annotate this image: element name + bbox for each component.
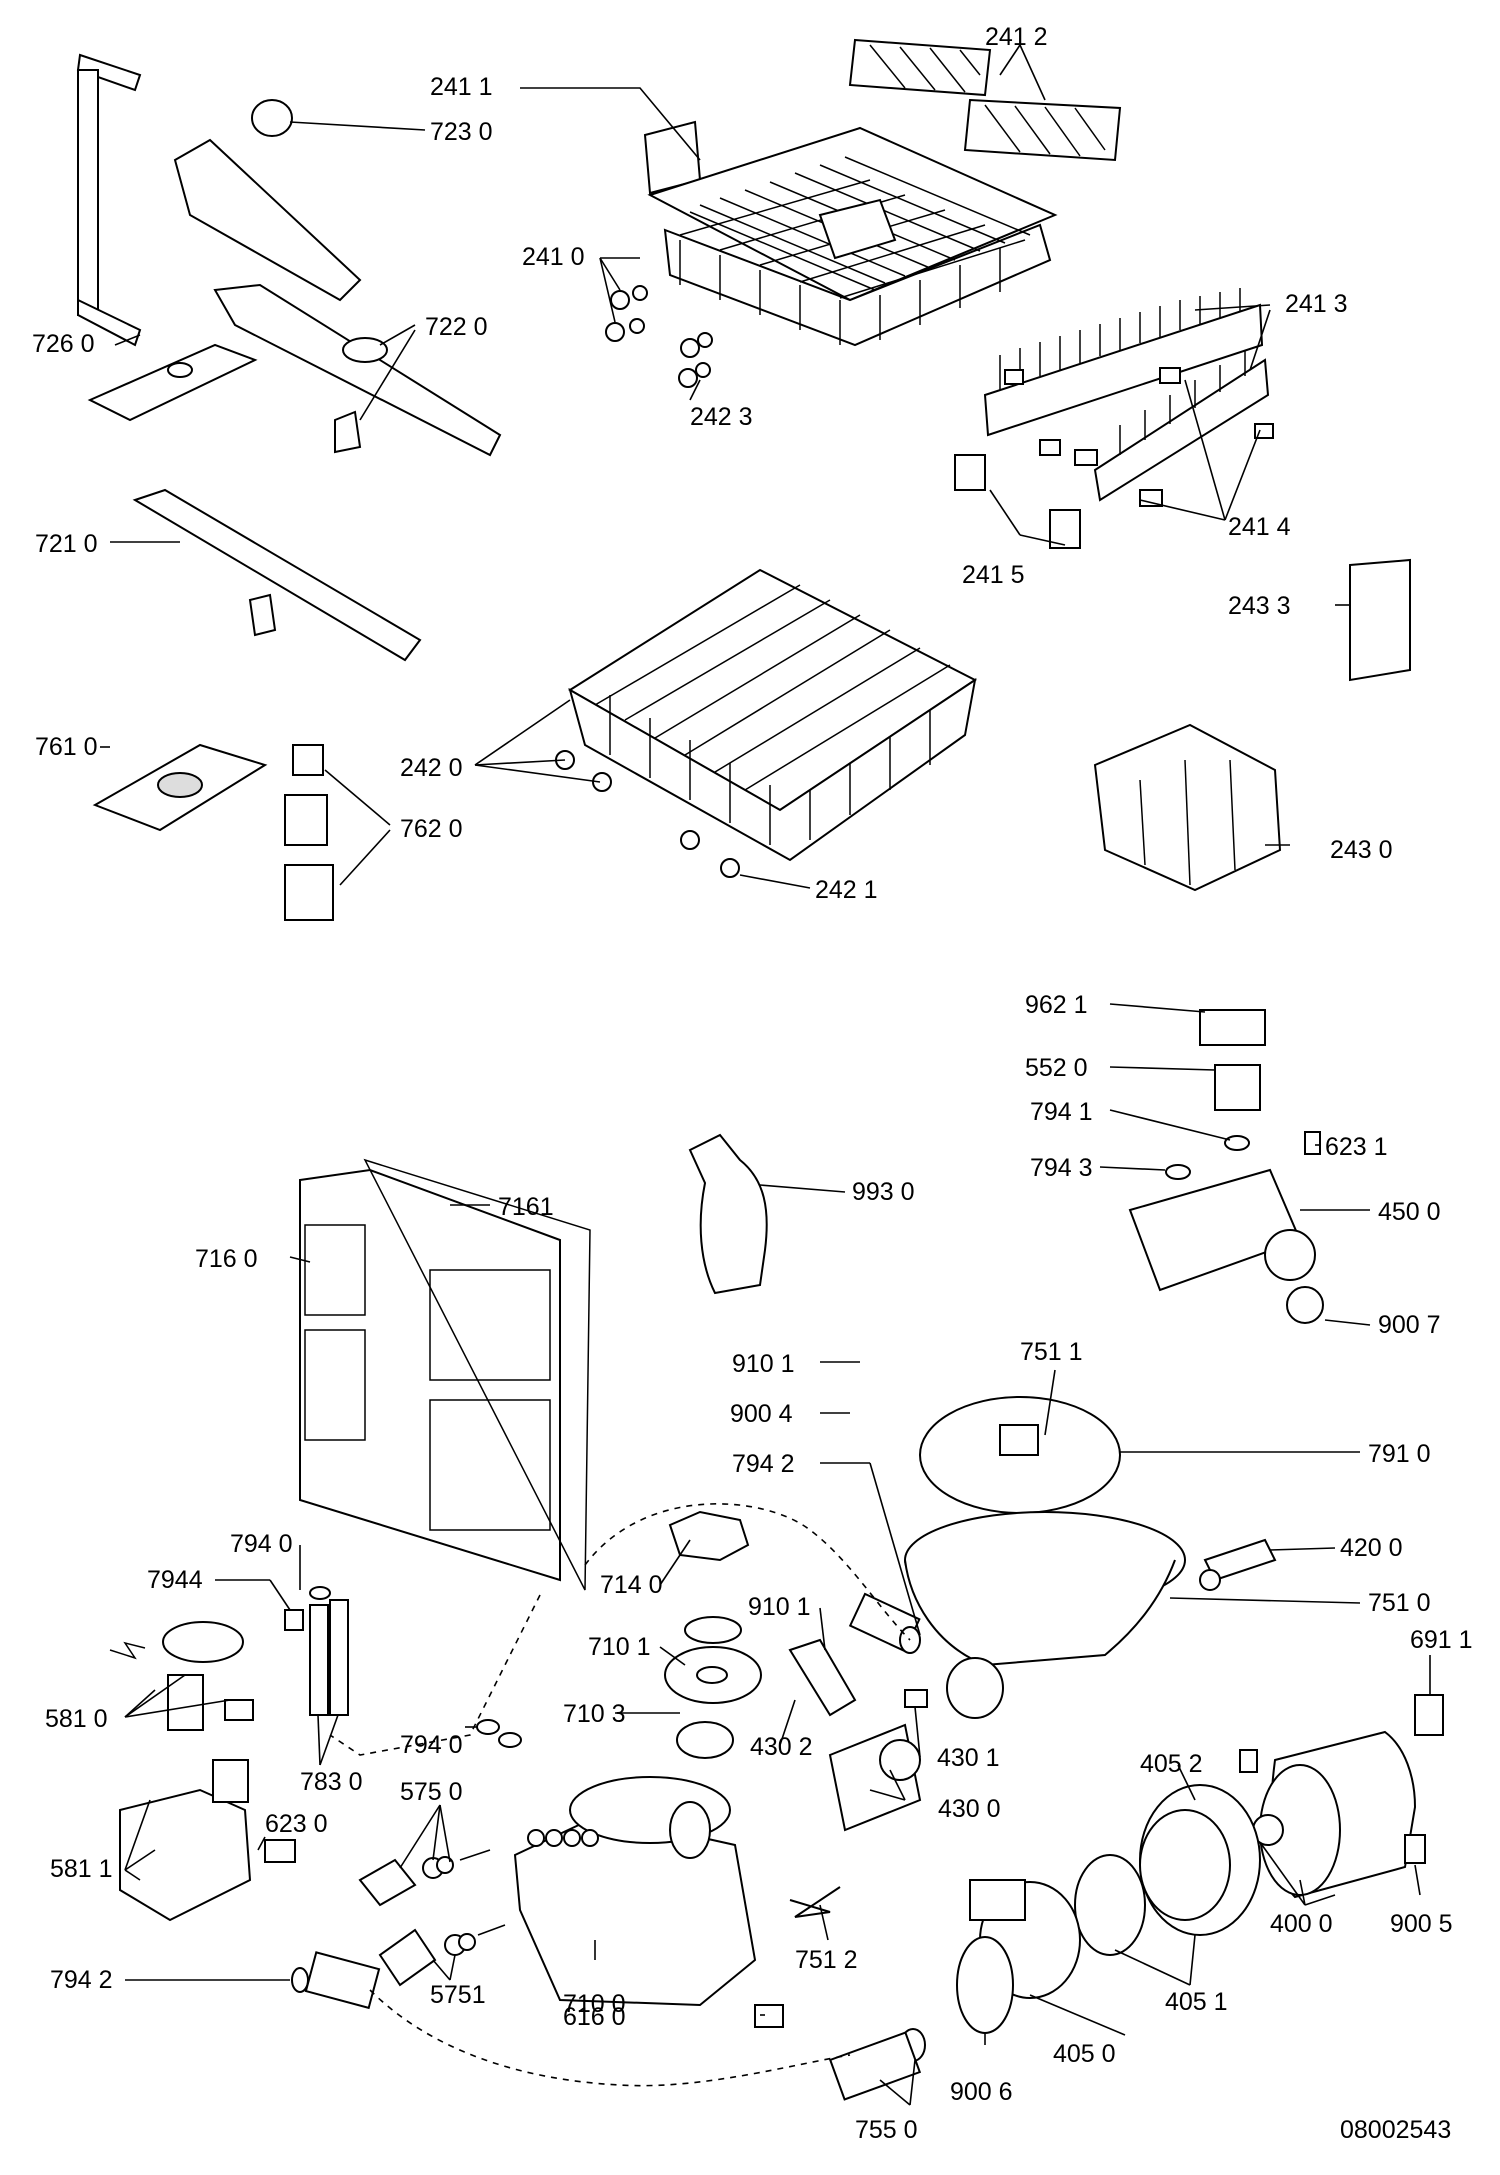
part-labels: 241 1 241 2 723 0 241 0 241 3 726 0 722 … — [32, 23, 1473, 2144]
label-751-2: 751 2 — [795, 1946, 858, 1974]
label-552-0: 552 0 — [1025, 1054, 1088, 1082]
label-405-1: 405 1 — [1165, 1988, 1228, 2016]
label-405-0: 405 0 — [1053, 2040, 1116, 2068]
label-791-0: 791 0 — [1368, 1440, 1431, 1468]
label-910-1-b: 910 1 — [748, 1593, 811, 1621]
label-962-1: 962 1 — [1025, 991, 1088, 1019]
label-420-0: 420 0 — [1340, 1534, 1403, 1562]
label-900-7: 900 7 — [1378, 1311, 1441, 1339]
label-242-1: 242 1 — [815, 876, 878, 904]
label-7944: 7944 — [147, 1566, 203, 1594]
label-726-0: 726 0 — [32, 330, 95, 358]
label-900-6: 900 6 — [950, 2078, 1013, 2106]
label-794-1: 794 1 — [1030, 1098, 1093, 1126]
label-430-0: 430 0 — [938, 1795, 1001, 1823]
label-794-3: 794 3 — [1030, 1154, 1093, 1182]
label-581-0: 581 0 — [45, 1705, 108, 1733]
label-400-0: 400 0 — [1270, 1910, 1333, 1938]
leader-lines — [100, 44, 1431, 2106]
label-723-0: 723 0 — [430, 118, 493, 146]
label-242-3: 242 3 — [690, 403, 753, 431]
label-751-1: 751 1 — [1020, 1338, 1083, 1366]
label-243-0: 243 0 — [1330, 836, 1393, 864]
label-241-2: 241 2 — [985, 23, 1048, 51]
label-900-5: 900 5 — [1390, 1910, 1453, 1938]
label-242-0: 242 0 — [400, 754, 463, 782]
label-910-1: 910 1 — [732, 1350, 795, 1378]
valve-parts — [299, 1009, 1324, 1591]
label-794-2-top: 794 2 — [732, 1450, 795, 1478]
label-722-0: 722 0 — [425, 313, 488, 341]
label-623-0: 623 0 — [265, 1810, 328, 1838]
label-575-0: 575 0 — [400, 1778, 463, 1806]
label-430-2: 430 2 — [750, 1733, 813, 1761]
drawing-number: 08002543 — [1340, 2116, 1451, 2144]
label-714-0: 714 0 — [600, 1571, 663, 1599]
label-7161: 7161 — [498, 1193, 554, 1221]
label-243-3: 243 3 — [1228, 592, 1291, 620]
label-794-0-mid: 794 0 — [400, 1731, 463, 1759]
label-5751: 5751 — [430, 1981, 486, 2009]
spray-arms — [76, 53, 502, 662]
label-761-0: 761 0 — [35, 733, 98, 761]
label-721-0: 721 0 — [35, 530, 98, 558]
label-762-0: 762 0 — [400, 815, 463, 843]
label-623-1: 623 1 — [1325, 1133, 1388, 1161]
label-993-0: 993 0 — [852, 1178, 915, 1206]
routing-lines — [329, 1503, 911, 2087]
label-716-0: 716 0 — [195, 1245, 258, 1273]
label-691-1: 691 1 — [1410, 1626, 1473, 1654]
label-900-4: 900 4 — [730, 1400, 793, 1428]
label-794-0-left: 794 0 — [230, 1530, 293, 1558]
label-755-0: 755 0 — [855, 2116, 918, 2144]
label-241-0: 241 0 — [522, 243, 585, 271]
label-783-0: 783 0 — [300, 1768, 363, 1796]
label-241-1: 241 1 — [430, 73, 493, 101]
label-794-2-bottom: 794 2 — [50, 1966, 113, 1994]
label-710-0: 710 0 — [563, 1990, 626, 2018]
lower-basket — [92, 558, 1411, 921]
label-405-2: 405 2 — [1140, 1750, 1203, 1778]
upper-basket — [605, 38, 1274, 549]
label-751-0: 751 0 — [1368, 1589, 1431, 1617]
label-241-3: 241 3 — [1285, 290, 1348, 318]
label-616-0: 616 0 — [563, 2003, 626, 2031]
label-710-1: 710 1 — [588, 1633, 651, 1661]
label-710-3: 710 3 — [563, 1700, 626, 1728]
label-241-5: 241 5 — [962, 561, 1025, 589]
label-581-1: 581 1 — [50, 1855, 113, 1883]
label-450-0: 450 0 — [1378, 1198, 1441, 1226]
label-241-4: 241 4 — [1228, 513, 1291, 541]
label-430-1: 430 1 — [937, 1744, 1000, 1772]
